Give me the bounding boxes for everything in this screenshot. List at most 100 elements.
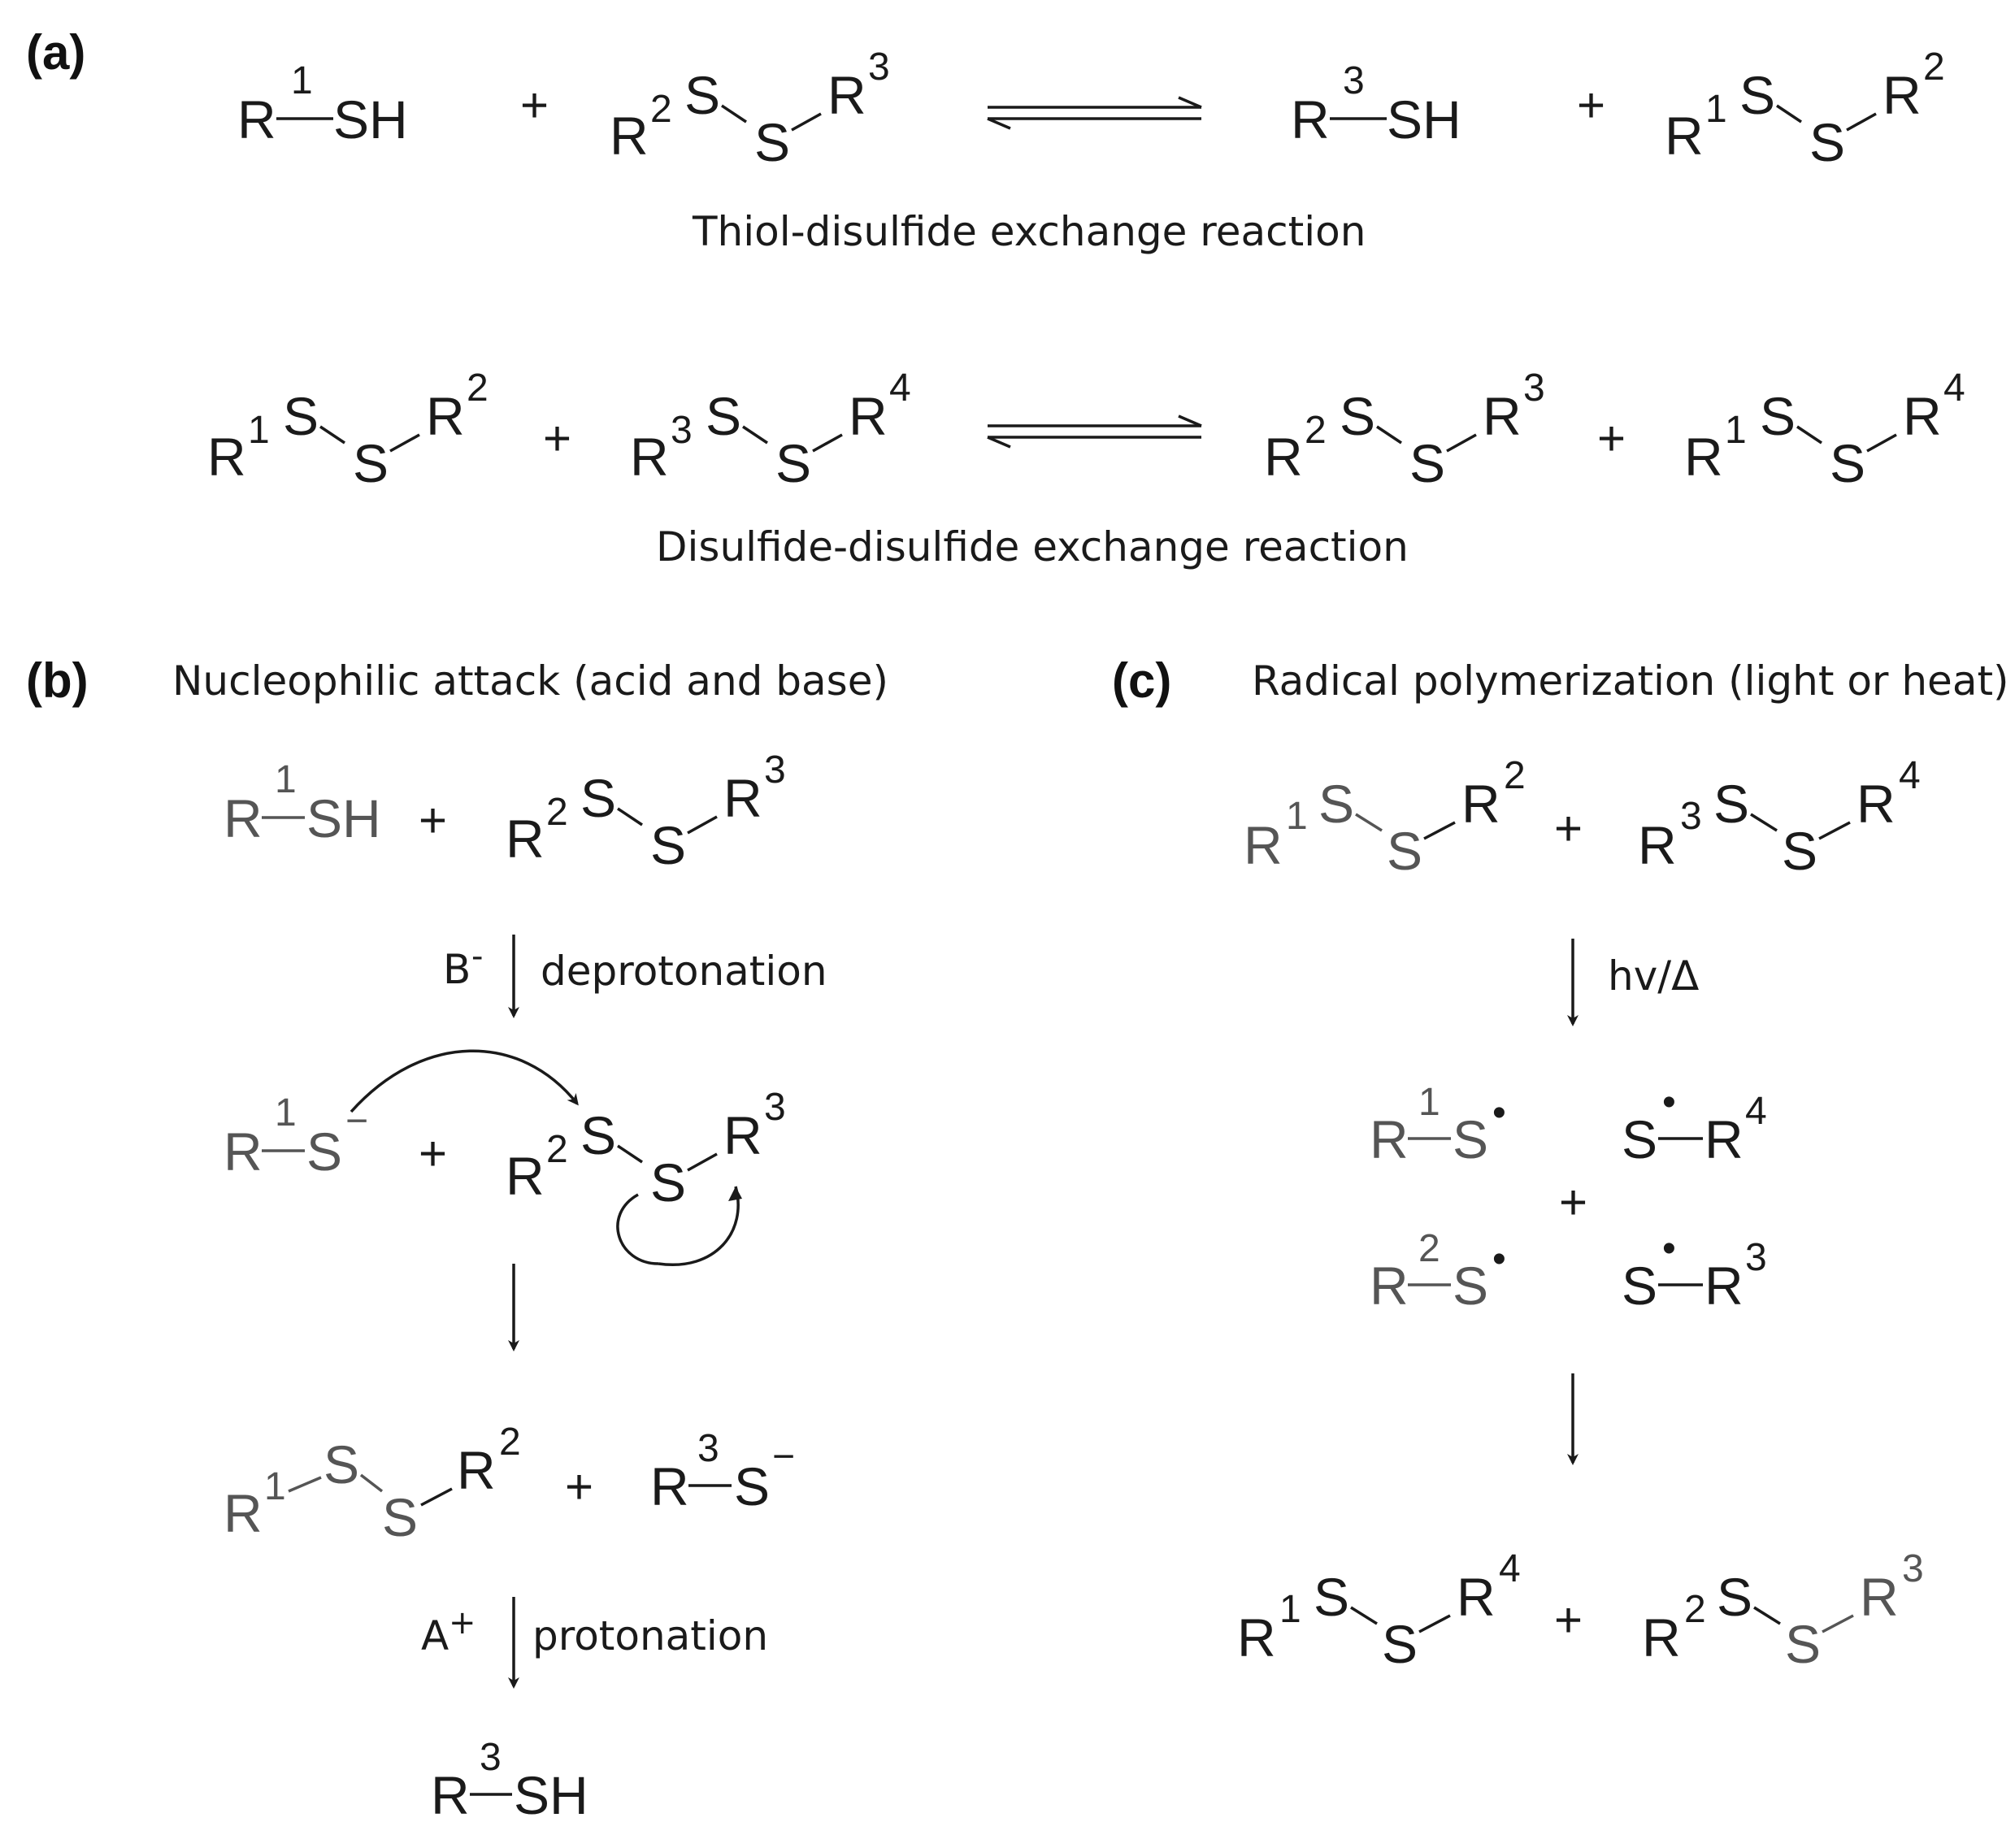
plus-sign: + xyxy=(520,78,549,132)
disulfide-r1r2: R 1 S S R 2 xyxy=(207,367,489,493)
equilibrium-arrow xyxy=(987,96,1202,130)
disulfide-r3r4: R 3 S S R 4 xyxy=(1638,754,1921,881)
svg-text:R: R xyxy=(207,427,246,487)
plus-sign: + xyxy=(1554,1593,1583,1647)
svg-text:2: 2 xyxy=(1684,1588,1706,1631)
plus-sign: + xyxy=(1559,1175,1587,1230)
deprotonation-step: B - deprotonation xyxy=(443,935,827,1018)
svg-text:S: S xyxy=(353,433,389,493)
svg-text:1: 1 xyxy=(1286,795,1308,838)
svg-text:S: S xyxy=(382,1487,418,1547)
curved-arrow-icon xyxy=(616,1186,740,1266)
thiol-r1sh: R 1 SH xyxy=(224,758,381,848)
radical-products: R 1 S S R 4 + R 2 S S R 3 xyxy=(1237,1547,1924,1674)
light-heat-step: hv/Δ xyxy=(1567,939,1699,1026)
svg-text:S: S xyxy=(1622,1256,1657,1316)
thiol-disulfide-reaction: R 1 SH + R 2 S S R 3 R 3 SH xyxy=(237,46,1945,172)
base-charge: - xyxy=(471,938,483,975)
svg-text:2: 2 xyxy=(546,1128,568,1171)
svg-text:3: 3 xyxy=(868,46,890,89)
radical-sr3: S • R 3 xyxy=(1622,1227,1767,1316)
light-heat-label: hv/Δ xyxy=(1608,952,1699,1000)
svg-text:SH: SH xyxy=(1387,89,1461,150)
svg-text:R: R xyxy=(457,1440,496,1500)
svg-text:SH: SH xyxy=(333,89,408,150)
disulfide-r2r3: R 2 S S R 3 xyxy=(610,46,890,172)
svg-text:S: S xyxy=(1453,1109,1488,1169)
acid-charge: + xyxy=(449,1604,476,1642)
svg-text:4: 4 xyxy=(1499,1547,1521,1590)
svg-text:4: 4 xyxy=(889,367,911,410)
thiolate-attack: R 1 S − + R 2 S S R 3 xyxy=(224,1049,786,1266)
svg-text:S: S xyxy=(684,65,720,125)
svg-text:S: S xyxy=(306,1121,342,1182)
svg-text:S: S xyxy=(1739,65,1775,125)
caption-disulfide-disulfide: Disulfide-disulfide exchange reaction xyxy=(656,523,1409,570)
panel-c-title: Radical polymerization (light or heat) xyxy=(1252,657,2009,705)
svg-text:R: R xyxy=(610,106,649,166)
svg-text:S: S xyxy=(1409,433,1445,493)
svg-text:S: S xyxy=(283,386,319,446)
svg-text:2: 2 xyxy=(1923,46,1945,89)
svg-text:R: R xyxy=(1483,386,1522,446)
svg-text:R: R xyxy=(224,788,263,848)
svg-text:•: • xyxy=(1492,1238,1506,1281)
svg-text:3: 3 xyxy=(1902,1547,1924,1590)
svg-text:SH: SH xyxy=(514,1765,588,1825)
svg-text:3: 3 xyxy=(764,1086,786,1129)
svg-text:1: 1 xyxy=(1418,1081,1440,1124)
svg-text:3: 3 xyxy=(671,409,693,452)
svg-text:R: R xyxy=(1244,815,1283,875)
svg-text:SH: SH xyxy=(306,788,381,848)
svg-text:2: 2 xyxy=(467,367,489,410)
svg-text:R: R xyxy=(1457,1567,1496,1627)
svg-text:4: 4 xyxy=(1745,1090,1767,1133)
svg-text:3: 3 xyxy=(764,748,786,792)
svg-text:•: • xyxy=(1492,1091,1506,1134)
radical-r1s: R 1 S • xyxy=(1370,1081,1506,1169)
svg-text:S: S xyxy=(650,1152,686,1212)
arrowhead-icon xyxy=(728,1186,742,1201)
svg-text:S: S xyxy=(1382,1614,1418,1674)
disulfide-r1r4: R 1 S S R 4 xyxy=(1684,367,1965,493)
svg-text:R: R xyxy=(1264,427,1303,487)
svg-text:3: 3 xyxy=(697,1427,719,1470)
svg-text:S: S xyxy=(775,433,811,493)
svg-text:R: R xyxy=(506,809,545,869)
svg-text:R: R xyxy=(630,427,669,487)
plus-sign: + xyxy=(543,411,571,466)
disulfide-disulfide-reaction: R 1 S S R 2 + R 3 S S R 4 R 2 xyxy=(207,367,1965,493)
svg-text:R: R xyxy=(1370,1256,1409,1316)
svg-text:3: 3 xyxy=(480,1736,502,1779)
panel-b-title: Nucleophilic attack (acid and base) xyxy=(172,657,888,705)
radical-reactants: R 1 S S R 2 + R 3 S S R 4 xyxy=(1244,754,1921,881)
plus-sign: + xyxy=(1577,78,1605,132)
thiolate-r3s: R 3 S − xyxy=(650,1427,795,1516)
disulfide-r1r2: R 1 S S R 2 xyxy=(1244,754,1526,881)
svg-text:3: 3 xyxy=(1745,1236,1767,1279)
svg-text:1: 1 xyxy=(275,758,297,801)
panel-label-c: (c) xyxy=(1112,653,1171,708)
svg-text:R: R xyxy=(1370,1109,1409,1169)
svg-text:R: R xyxy=(506,1146,545,1206)
svg-text:2: 2 xyxy=(650,88,672,131)
svg-text:S: S xyxy=(1622,1109,1657,1169)
svg-text:R: R xyxy=(1291,89,1330,150)
svg-text:1: 1 xyxy=(1725,409,1747,452)
plus-sign: + xyxy=(419,1126,447,1181)
svg-text:S: S xyxy=(1717,1567,1752,1627)
svg-text:R: R xyxy=(426,386,465,446)
thiol-r3sh: R 3 SH xyxy=(431,1736,588,1825)
svg-text:S: S xyxy=(1453,1256,1488,1316)
svg-text:S: S xyxy=(580,1105,616,1165)
svg-text:2: 2 xyxy=(1504,754,1526,797)
panel-label-a: (a) xyxy=(26,25,85,80)
disulfide-r2r3: R 2 S S R 3 xyxy=(1642,1547,1924,1674)
svg-text:R: R xyxy=(1684,427,1723,487)
svg-text:1: 1 xyxy=(275,1091,297,1134)
svg-text:R: R xyxy=(431,1765,470,1825)
svg-text:S: S xyxy=(580,768,616,828)
curved-arrow-icon xyxy=(350,1049,579,1113)
svg-text:4: 4 xyxy=(1943,367,1965,410)
protonation-label: protonation xyxy=(532,1612,768,1659)
